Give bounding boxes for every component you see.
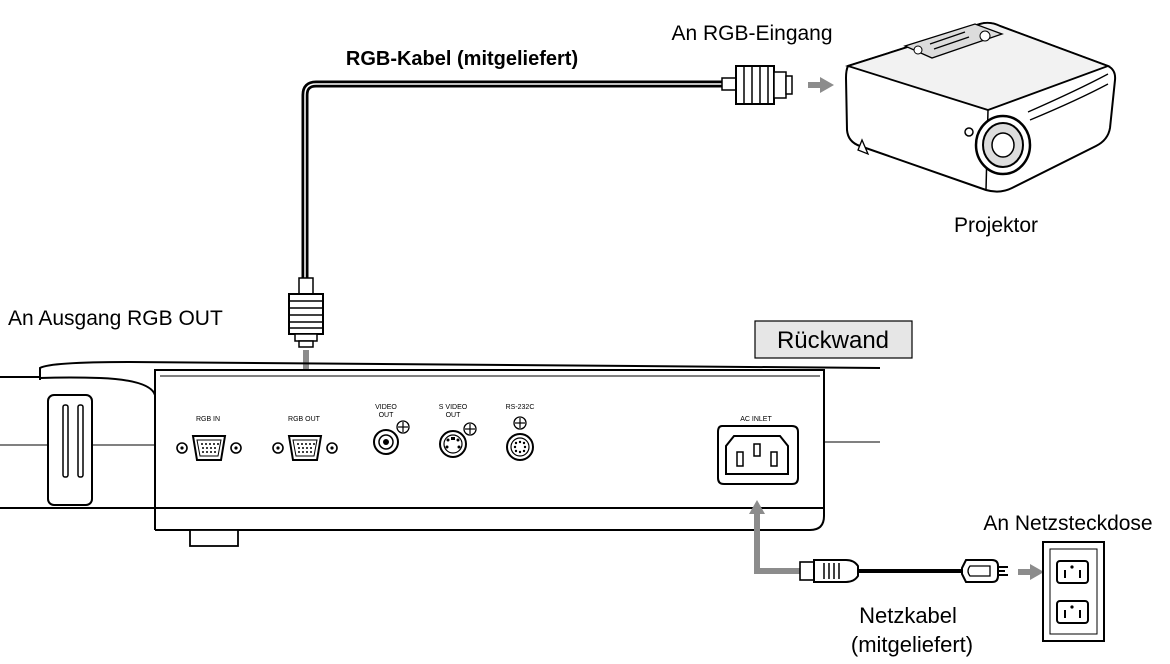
port-label-rgb-out: RGB OUT <box>288 416 321 423</box>
port-label-video-out-2: OUT <box>379 412 395 419</box>
rgb-cable-projector-connector <box>721 65 793 105</box>
port-label-s-video-out-2: OUT <box>446 412 462 419</box>
arrow-to-outlet <box>1018 564 1044 580</box>
label-rgb-cable: RGB-Kabel (mitgeliefert) <box>346 48 578 70</box>
rgb-cable <box>301 80 722 287</box>
rgb-cable-device-connector <box>288 277 324 348</box>
port-label-rgb-in: RGB IN <box>196 416 220 423</box>
port-label-s-video-out-1: S VIDEO <box>439 404 468 411</box>
port-video-out: VIDEO OUT <box>373 404 410 455</box>
projector <box>844 21 1117 193</box>
port-rgb-in: RGB IN <box>176 416 242 461</box>
label-power-cable-1: Netzkabel <box>859 603 957 628</box>
label-to-outlet: An Netzsteckdose <box>983 512 1152 535</box>
power-cable <box>799 559 1008 583</box>
port-rs232c: RS-232C <box>506 404 535 461</box>
port-rgb-out: RGB OUT <box>272 416 338 461</box>
port-label-rs232c: RS-232C <box>506 404 535 411</box>
label-to-rgb-out: An Ausgang RGB OUT <box>8 307 223 330</box>
label-projector: Projektor <box>954 214 1038 237</box>
port-label-ac-inlet: AC INLET <box>740 416 772 423</box>
port-label-video-out-1: VIDEO <box>375 404 397 411</box>
label-power-cable-2: (mitgeliefert) <box>851 632 973 657</box>
wall-outlet <box>1042 541 1105 642</box>
port-s-video-out: S VIDEO OUT <box>439 404 477 458</box>
port-ac-inlet: AC INLET <box>717 416 799 485</box>
label-rear-panel: Rückwand <box>777 327 889 354</box>
arrow-to-projector <box>808 77 834 93</box>
label-to-rgb-input: An RGB-Eingang <box>671 22 832 45</box>
rear-panel-label-box: Rückwand <box>754 320 913 359</box>
device-rear-panel <box>0 360 881 547</box>
arrow-to-ac-inlet <box>749 500 808 574</box>
